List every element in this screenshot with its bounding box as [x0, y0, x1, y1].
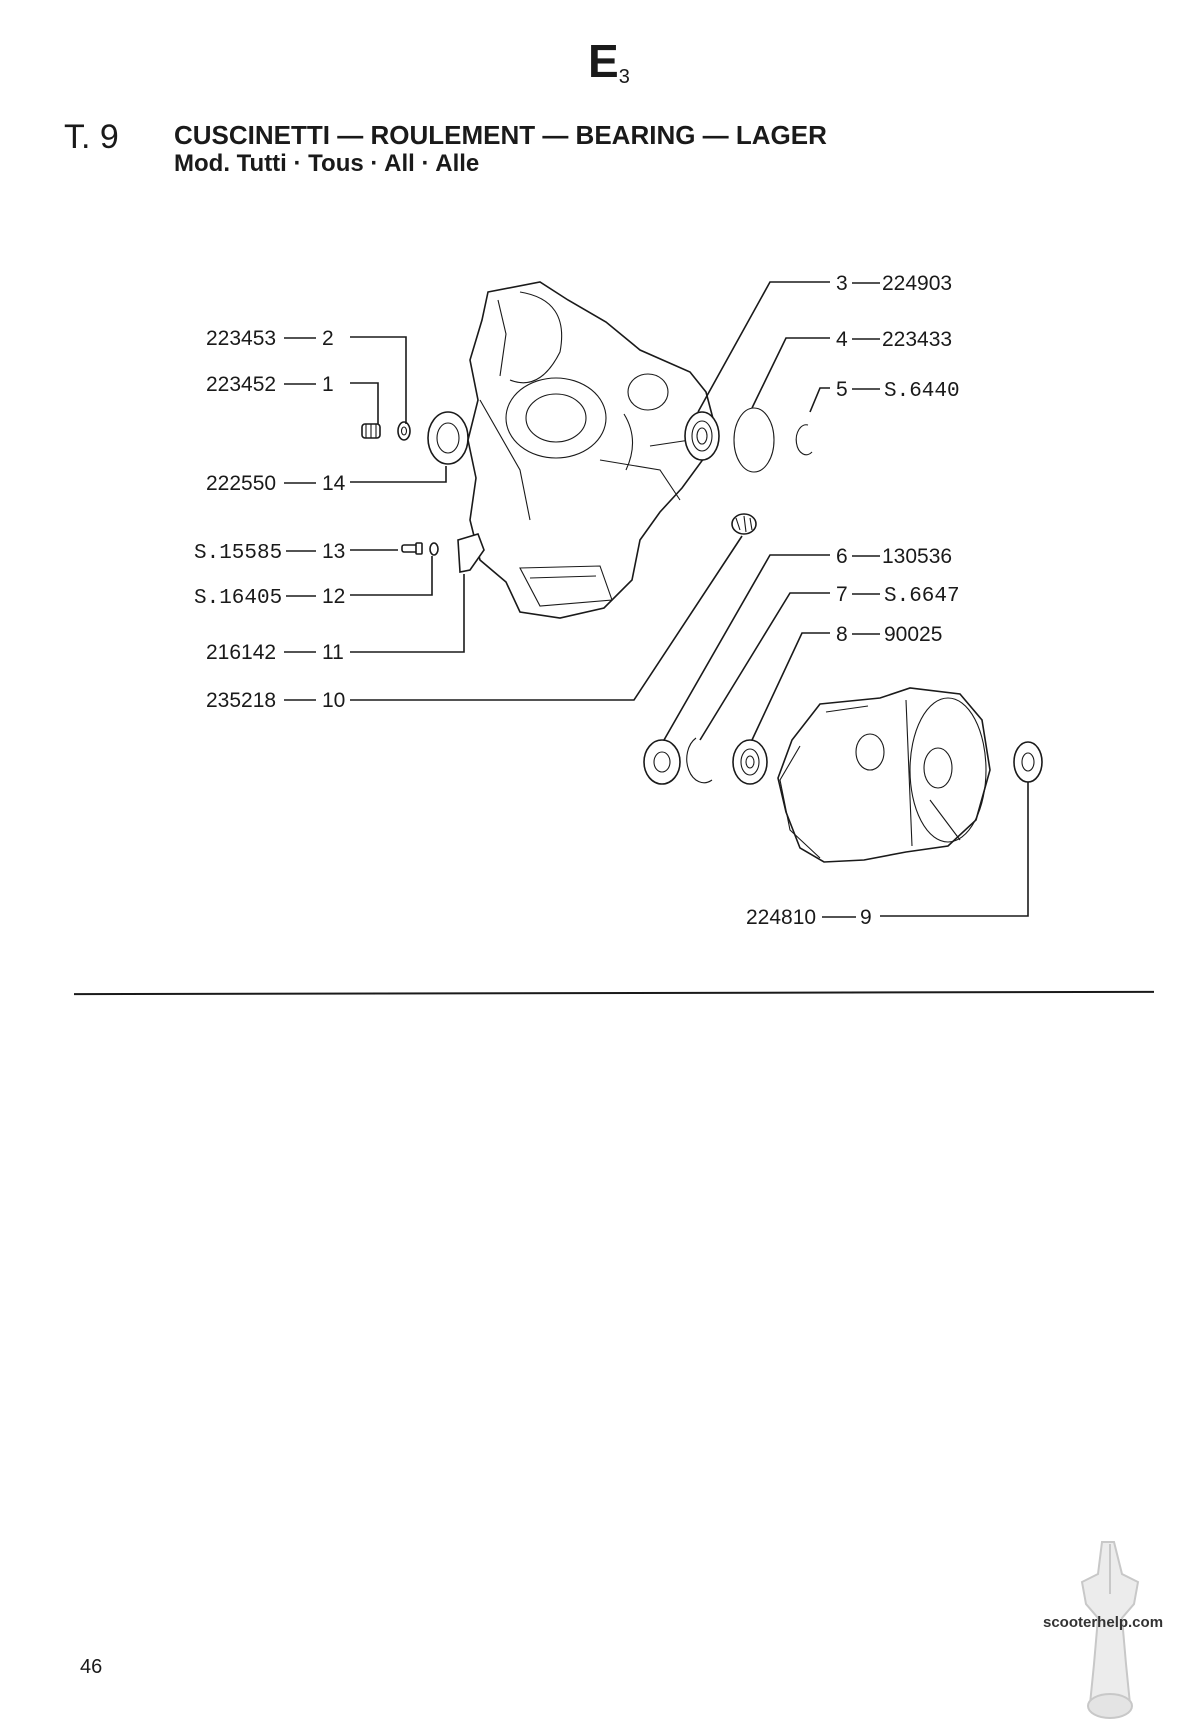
exploded-parts-diagram: 223453 2 223452 1 222550 14 S.15585 13 S… — [194, 272, 1043, 929]
scooter-watermark-icon — [1080, 1541, 1140, 1719]
callout-part-no: 90025 — [884, 623, 942, 646]
screw-13-drawing — [401, 542, 423, 555]
roller-bearing-10-drawing — [731, 513, 757, 535]
bearing-3-drawing — [684, 411, 720, 461]
crankcase-cover-drawing — [777, 687, 991, 863]
seal-9-drawing — [1013, 741, 1043, 783]
section-letter: E — [588, 35, 619, 87]
washer-12-drawing — [429, 542, 439, 556]
callout-part-no: 130536 — [882, 545, 952, 568]
crankcase-drawing — [467, 281, 717, 619]
callout-ref: 3 — [836, 272, 848, 295]
callout-part-no: 235218 — [206, 689, 276, 712]
callout-ref: 12 — [322, 585, 345, 608]
callout-part-no: S.16405 — [194, 587, 282, 610]
callout-ref: 2 — [322, 327, 334, 350]
bearing-8-drawing — [732, 739, 768, 785]
section-code: E3 — [588, 34, 630, 89]
callout-part-no: 224810 — [746, 906, 816, 929]
callout-part-no: S.6440 — [884, 380, 960, 403]
plate-11-drawing — [457, 533, 485, 573]
page-title: CUSCINETTI — ROULEMENT — BEARING — LAGER — [174, 120, 827, 150]
callout-ref: 4 — [836, 328, 848, 351]
plug-1-drawing — [361, 423, 381, 439]
callout-ref: 9 — [860, 906, 872, 929]
callout-part-no: 223452 — [206, 373, 276, 396]
callout-part-no: 223433 — [882, 328, 952, 351]
circlip-4-drawing — [733, 407, 775, 473]
page-number: 46 — [80, 1656, 103, 1678]
callout-ref: 11 — [322, 641, 344, 664]
callout-ref: 7 — [836, 583, 848, 606]
oil-seal-6-drawing — [643, 739, 681, 785]
callout-part-no: 216142 — [206, 641, 276, 664]
page-subtitle: Mod. Tutti · Tous · All · Alle — [174, 150, 480, 177]
watermark-text: scooterhelp.com — [1043, 1614, 1164, 1631]
callout-part-no: S.15585 — [194, 542, 282, 565]
callout-part-no: 222550 — [206, 472, 276, 495]
circlip-7-drawing — [686, 737, 713, 784]
callout-part-no: 223453 — [206, 327, 276, 350]
callout-ref: 1 — [322, 373, 334, 396]
leader-lines — [350, 281, 1029, 917]
oil-seal-14-drawing — [427, 411, 469, 465]
callout-ref: 8 — [836, 623, 848, 646]
callout-ref: 10 — [322, 689, 345, 712]
callout-part-no: S.6647 — [884, 585, 960, 608]
circlip-5-drawing — [795, 424, 813, 456]
washer-2-drawing — [397, 421, 411, 441]
callout-ref: 6 — [836, 545, 848, 568]
callout-part-no: 224903 — [882, 272, 952, 295]
section-index: 3 — [618, 66, 630, 88]
callout-ref: 14 — [322, 472, 346, 495]
callout-labels: 223453 2 223452 1 222550 14 S.15585 13 S… — [194, 272, 960, 929]
callout-ref: 5 — [836, 378, 848, 401]
callout-ref: 13 — [322, 540, 345, 563]
table-number: T. 9 — [64, 118, 119, 156]
